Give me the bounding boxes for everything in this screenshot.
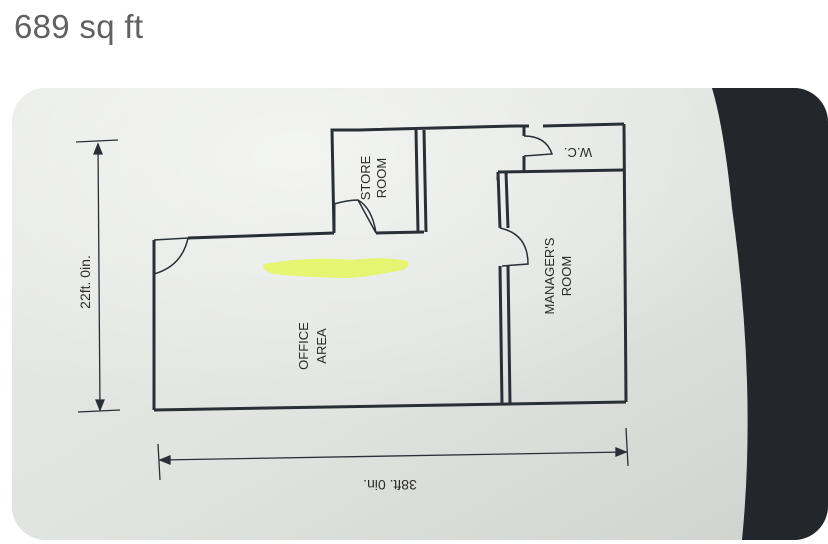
room-label-office-line1: OFFICE xyxy=(296,322,311,370)
door-swings xyxy=(153,135,554,275)
height-dimension-label-group: 22ft. 0in. xyxy=(77,255,93,309)
room-label-managers-room: MANAGER'S ROOM xyxy=(542,237,574,314)
height-dimension-line xyxy=(75,139,121,413)
height-dimension-label: 22ft. 0in. xyxy=(77,255,93,309)
room-label-wc-text: W.C. xyxy=(564,145,592,160)
header: 689 sq ft xyxy=(0,0,828,70)
room-label-wc: W.C. xyxy=(564,145,592,160)
room-label-manager-line1: MANAGER'S xyxy=(542,237,557,314)
width-dimension-label-group: 38ft. 0in. xyxy=(363,477,417,493)
room-label-office-area: OFFICE AREA xyxy=(296,322,329,370)
room-label-store-room: STORE ROOM xyxy=(358,155,389,200)
width-dimension-line xyxy=(157,427,629,481)
room-label-store-line2: ROOM xyxy=(374,158,389,198)
floor-plan-drawing: OFFICE AREA STORE ROOM MANAGER'S ROOM W.… xyxy=(12,88,828,540)
width-dimension-label: 38ft. 0in. xyxy=(363,477,417,493)
highlighter-mark xyxy=(263,258,409,278)
area-size-label: 689 sq ft xyxy=(14,8,144,45)
room-label-store-line1: STORE xyxy=(358,155,373,200)
paper-glare xyxy=(12,88,828,540)
room-label-manager-line2: ROOM xyxy=(559,256,574,296)
room-label-office-line2: AREA xyxy=(314,328,329,364)
plan-walls xyxy=(152,122,628,412)
device-frame-edge xyxy=(712,88,828,540)
floor-plan-photo[interactable]: OFFICE AREA STORE ROOM MANAGER'S ROOM W.… xyxy=(12,88,828,540)
